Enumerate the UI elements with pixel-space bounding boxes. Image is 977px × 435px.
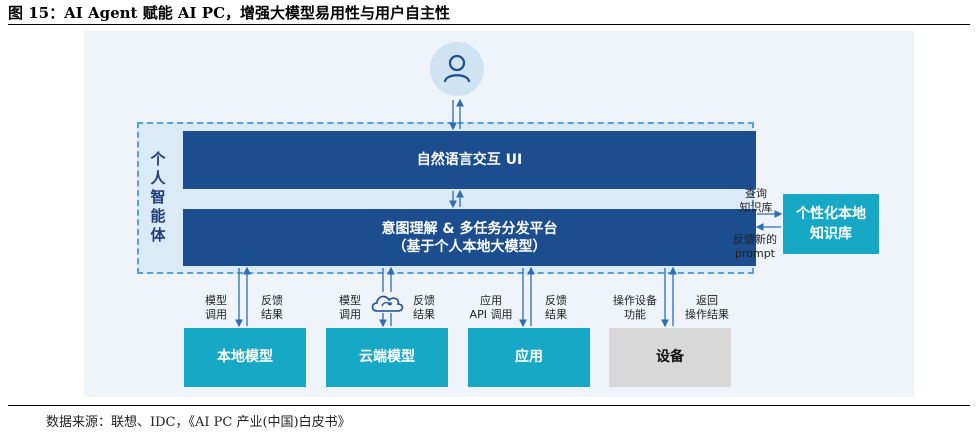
figure-title: 图 15：AI Agent 赋能 AI PC，增强大模型易用性与用户自主性 xyxy=(8,4,451,22)
app-box: 应用 xyxy=(468,328,590,387)
title-rule xyxy=(8,24,970,25)
local-model-box: 本地模型 xyxy=(184,328,306,387)
footer-rule xyxy=(8,405,970,406)
local-feedback-label: 反馈 结果 xyxy=(261,294,283,321)
device-box: 设备 xyxy=(609,328,731,387)
device-feedback-label: 返回 操作结果 xyxy=(685,294,729,321)
user-icon xyxy=(430,42,484,96)
app-call-label: 应用 API 调用 xyxy=(469,294,513,321)
platform-title: 意图理解 & 多任务分发平台 xyxy=(381,221,558,237)
personal-agent-label: 个 人 智 能 体 xyxy=(150,150,166,244)
platform-subtitle: （基于个人本地大模型） xyxy=(392,239,547,255)
local-call-label: 模型 调用 xyxy=(205,294,227,321)
source-note: 数据来源：联想、IDC，《AI PC 产业(中国)白皮书》 xyxy=(46,415,351,430)
feedback-prompt-label: 反馈新的 prompt xyxy=(733,233,777,260)
device-call-label: 操作设备 功能 xyxy=(613,294,657,321)
cloud-sync-icon xyxy=(369,291,405,315)
cloud-call-label: 模型 调用 xyxy=(339,294,361,321)
app-feedback-label: 反馈 结果 xyxy=(545,294,567,321)
knowledge-base-box: 个性化本地 知识库 xyxy=(783,194,879,254)
cloud-feedback-label: 反馈 结果 xyxy=(413,294,435,321)
cloud-model-box: 云端模型 xyxy=(326,328,448,387)
intent-platform-bar: 意图理解 & 多任务分发平台 （基于个人本地大模型） xyxy=(183,209,756,266)
natural-language-ui-bar: 自然语言交互 UI xyxy=(183,131,756,189)
query-kb-label: 查询 知识库 xyxy=(739,187,773,214)
